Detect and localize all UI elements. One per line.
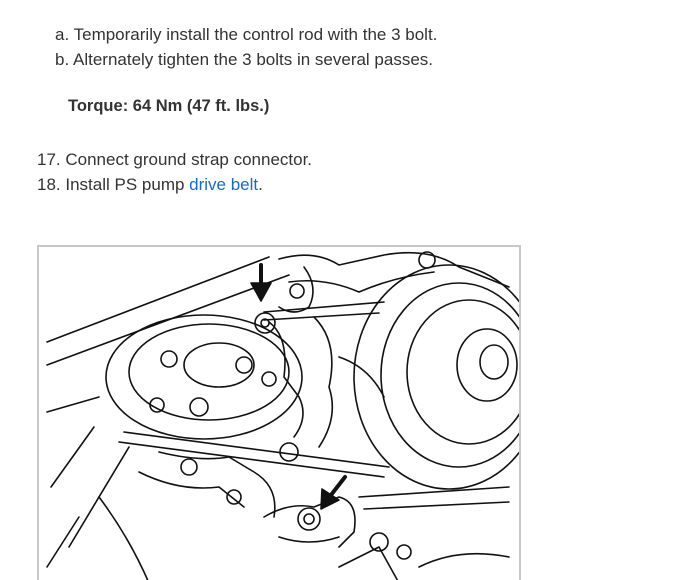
lower-bracket [278, 536, 340, 543]
substep-marker: a. [55, 25, 70, 44]
pump-pulley-ring [128, 323, 290, 421]
engine-edge [98, 496, 149, 580]
crank-pulley-outer [353, 264, 519, 490]
bolt-hole [289, 283, 305, 299]
pump-pulley-hub [183, 342, 255, 388]
pulley-bolt [261, 371, 277, 387]
substep-item-a: a. Temporarily install the control rod w… [55, 22, 437, 47]
mount-bolt-lower [297, 507, 321, 531]
pulley-bolt [149, 397, 165, 413]
step-list: 17. Connect ground strap connector. 18. … [37, 147, 312, 197]
step-suffix: . [258, 175, 263, 194]
pump-pulley-outer [105, 314, 303, 440]
pump-bracket [158, 451, 276, 518]
arrow-icon [320, 475, 347, 510]
step-item-18: 18. Install PS pump drive belt. [37, 172, 312, 197]
arrow-icon [250, 263, 272, 302]
drive-belt [123, 431, 390, 468]
torque-spec: Torque: 64 Nm (47 ft. lbs.) [68, 97, 270, 115]
step-item-17: 17. Connect ground strap connector. [37, 147, 312, 172]
lower-bracket [363, 501, 510, 510]
bracket-bolt [180, 458, 198, 476]
substep-marker: b. [55, 50, 70, 69]
housing-outline [278, 251, 510, 288]
bracket-bolt [226, 489, 242, 505]
bracket-bolt [279, 442, 299, 462]
pump-bracket [138, 471, 245, 508]
engine-edge [418, 552, 510, 568]
pump-bracket [313, 316, 334, 448]
pulley-bolt [160, 350, 178, 368]
drive-belt [118, 441, 385, 478]
step-text: Connect ground strap connector. [65, 150, 313, 169]
mount-bolt-lower-inner [303, 513, 315, 525]
frame-line [50, 426, 95, 488]
illustration-frame [37, 245, 521, 580]
frame-line [46, 274, 290, 366]
crank-pulley-ring [380, 282, 519, 468]
lower-bracket [358, 486, 510, 498]
pump-bracket [338, 356, 385, 398]
pulley-bolt [235, 356, 253, 374]
crank-pulley-hub [456, 328, 518, 402]
lower-bracket [263, 496, 356, 548]
pump-bracket [268, 321, 304, 438]
frame-line [46, 256, 270, 343]
step-number: 18. [37, 175, 61, 194]
ps-pump-illustration [46, 251, 519, 580]
crank-pulley-hub-center [479, 344, 509, 380]
housing-outline [278, 266, 314, 313]
bracket-bolt [369, 532, 389, 552]
crank-pulley-ring [406, 299, 519, 445]
substep-item-b: b. Alternately tighten the 3 bolts in se… [55, 47, 437, 72]
drive-belt [263, 312, 380, 321]
substep-text: Temporarily install the control rod with… [73, 25, 438, 44]
drive-belt [263, 301, 385, 313]
mount-bolt-upper [254, 312, 276, 334]
substep-list: a. Temporarily install the control rod w… [55, 22, 437, 72]
frame-line [46, 396, 100, 413]
step-number: 17. [37, 150, 61, 169]
pulley-bolt [189, 397, 209, 417]
engine-edge [338, 546, 399, 580]
frame-line [46, 516, 80, 568]
mount-bolt-upper-inner [260, 318, 270, 328]
bracket-bolt [396, 544, 412, 560]
housing-outline [288, 271, 435, 293]
step-text: Install PS pump [65, 175, 190, 194]
substep-text: Alternately tighten the 3 bolts in sever… [72, 50, 434, 69]
drive-belt-link[interactable]: drive belt [189, 175, 259, 194]
